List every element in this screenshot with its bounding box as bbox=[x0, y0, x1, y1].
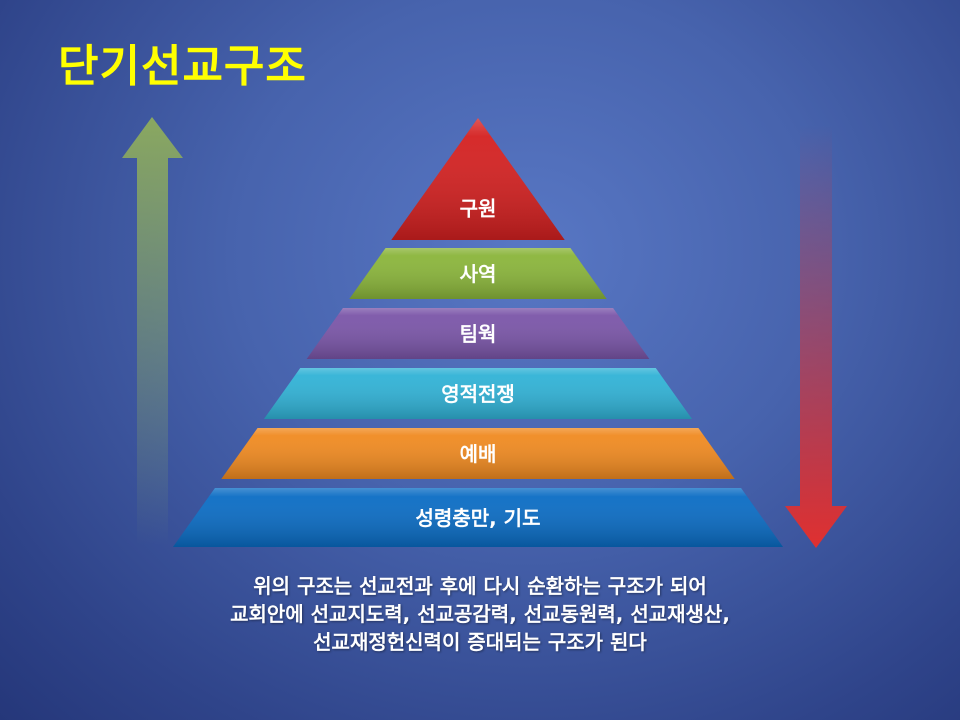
pyramid-layer-label: 사역 bbox=[460, 262, 497, 286]
pyramid-layer-shading bbox=[391, 118, 565, 240]
pyramid-layer-shading bbox=[349, 248, 607, 299]
pyramid-layer: 성령충만, 기도 bbox=[172, 488, 784, 547]
pyramid-layer-label: 성령충만, 기도 bbox=[416, 506, 541, 530]
pyramid-layer-label: 팀웍 bbox=[460, 322, 497, 346]
down-arrow-icon bbox=[785, 125, 847, 548]
caption: 위의 구조는 선교전과 후에 다시 순환하는 구조가 되어 교회안에 선교지도력… bbox=[0, 572, 960, 656]
caption-line: 위의 구조는 선교전과 후에 다시 순환하는 구조가 되어 bbox=[253, 574, 707, 598]
slide-title: 단기선교구조 bbox=[58, 41, 307, 92]
pyramid-layer-shading bbox=[306, 308, 650, 359]
pyramid-layer-shading bbox=[221, 428, 735, 479]
pyramid-layer: 영적전쟁 bbox=[263, 368, 693, 419]
pyramid-layer: 팀웍 bbox=[306, 308, 650, 359]
pyramid-layer-shading bbox=[263, 368, 693, 419]
pyramid-layer-label: 영적전쟁 bbox=[441, 382, 515, 406]
pyramid-layer-shading bbox=[172, 488, 784, 547]
up-arrow-icon bbox=[122, 117, 183, 545]
pyramid-layer-label: 구원 bbox=[460, 197, 497, 221]
pyramid-layer: 사역 bbox=[349, 248, 607, 299]
pyramid-layer: 예배 bbox=[221, 428, 735, 479]
pyramid-layer-label: 예배 bbox=[460, 442, 497, 466]
pyramid-layer: 구원 bbox=[391, 118, 565, 240]
caption-line: 교회안에 선교지도력, 선교공감력, 선교동원력, 선교재생산, bbox=[230, 602, 730, 626]
caption-line: 선교재정헌신력이 증대되는 구조가 된다 bbox=[313, 630, 647, 654]
